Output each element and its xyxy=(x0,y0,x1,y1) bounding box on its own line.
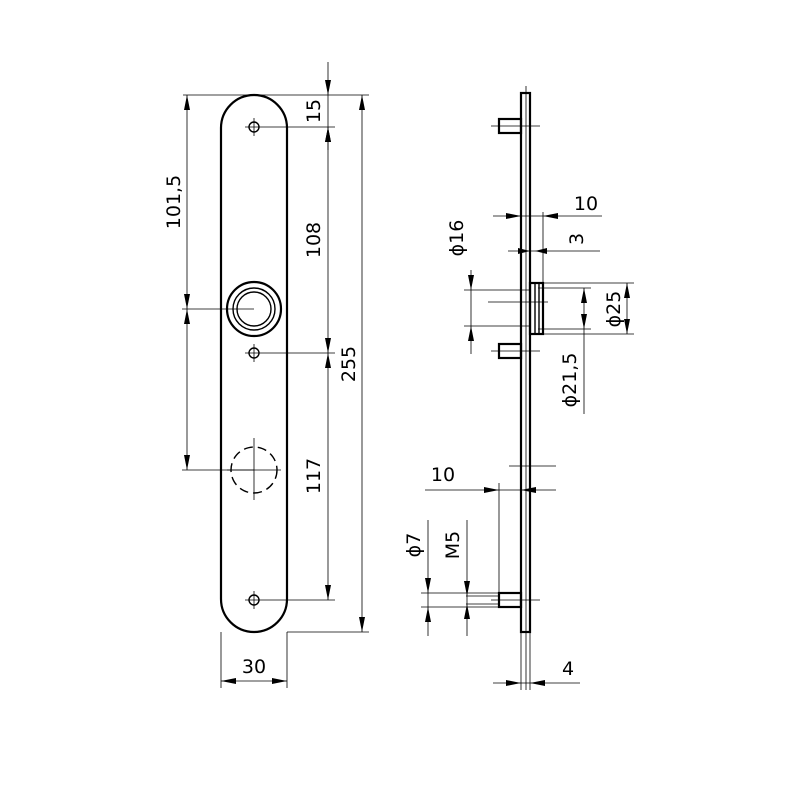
dim-3-label: 3 xyxy=(566,233,588,245)
dim-phi25-label: ϕ25 xyxy=(603,291,625,328)
dim-m5-label: M5 xyxy=(442,531,464,559)
middle-screw-hole xyxy=(245,344,263,362)
bottom-stud xyxy=(491,591,540,609)
dim-255: 255 xyxy=(338,95,365,632)
dim-255-label: 255 xyxy=(338,346,360,382)
dim-117: 117 xyxy=(303,353,331,600)
dim-10-bottom: 10 xyxy=(425,464,556,493)
top-screw-hole xyxy=(245,118,263,136)
dim-30: 30 xyxy=(221,656,287,684)
dim-phi16: ϕ16 xyxy=(446,220,474,354)
dim-15-label: 15 xyxy=(303,99,325,123)
middle-stud xyxy=(491,342,540,360)
dim-10-top: 10 xyxy=(493,193,602,219)
plate-side-outline xyxy=(519,91,532,634)
top-stud xyxy=(491,117,540,135)
dim-3: 3 xyxy=(508,233,600,254)
dim-phi21-5: ϕ21,5 xyxy=(559,288,587,414)
escutcheon-plate-outline xyxy=(219,93,289,634)
dim-phi7: ϕ7 xyxy=(403,520,431,636)
dim-4: 4 xyxy=(493,658,580,686)
dim-phi7-label: ϕ7 xyxy=(403,533,425,558)
bottom-screw-hole xyxy=(245,591,263,609)
dim-4-label: 4 xyxy=(562,658,574,680)
spindle-hub-side xyxy=(488,281,548,336)
dim-117-label: 117 xyxy=(303,458,325,494)
dim-phi16-label: ϕ16 xyxy=(446,220,468,257)
front-view: 101,5 15 108 117 255 xyxy=(163,62,369,688)
lower-spindle-circle xyxy=(227,438,281,500)
dim-phi21-5-label: ϕ21,5 xyxy=(559,353,581,408)
dim-101-5-label: 101,5 xyxy=(163,175,185,229)
dim-phi25: ϕ25 xyxy=(603,283,630,334)
side-view: 10 3 ϕ16 ϕ25 ϕ21,5 xyxy=(403,86,634,690)
dim-101-5: 101,5 xyxy=(163,95,190,470)
dim-30-label: 30 xyxy=(242,656,266,678)
dim-108-label: 108 xyxy=(303,222,325,258)
dim-m5: M5 xyxy=(442,520,470,636)
dim-10-bottom-label: 10 xyxy=(431,464,455,486)
dim-10-top-label: 10 xyxy=(574,193,598,215)
dim-108: 108 xyxy=(303,127,331,353)
